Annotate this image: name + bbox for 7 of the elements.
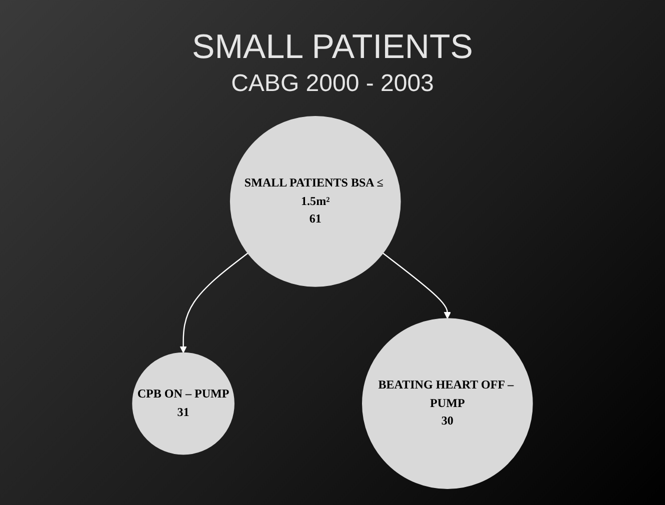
node-circle: BEATING HEART OFF – PUMP 30 [362,318,533,489]
arrow [382,252,451,319]
arrow [180,252,248,354]
node-circle: CPB ON – PUMP 31 [132,352,234,455]
node-circle: SMALL PATIENTS BSA ≤ 1.5m² 61 [230,116,401,287]
subtitle: CABG 2000 - 2003 [231,70,434,98]
title: SMALL PATIENTS [191,28,474,67]
